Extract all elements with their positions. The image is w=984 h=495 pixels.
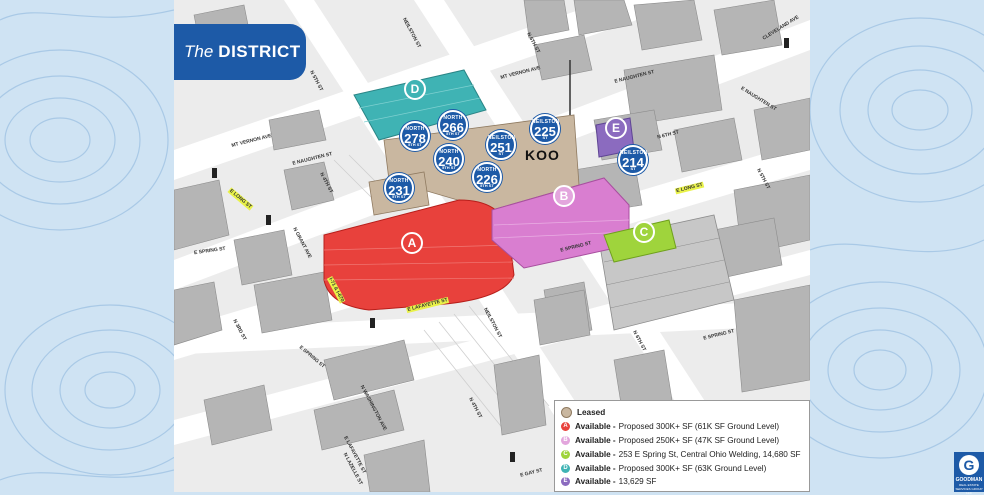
pin-street-2: ST [542,135,548,140]
legend-row-a: A Available - Proposed 300K+ SF (61K SF … [561,420,803,434]
legend-detail: 13,629 SF [618,477,657,487]
building-a-marker[interactable]: A [401,232,423,254]
koo-landmark: KOO [525,147,560,163]
legend-label: Available - [575,477,616,487]
address-pin-226[interactable]: NORTH 226 5TH ST [472,162,502,192]
building-b-shape [491,177,630,269]
legend-dot-b: B [561,435,570,445]
pin-street-2: 5TH ST [442,165,456,170]
map-legend: Leased A Available - Proposed 300K+ SF (… [554,400,810,492]
address-pin-225[interactable]: NEILSTON 225 ST [530,114,560,144]
address-pin-251[interactable]: NEILSTON 251 ST [486,130,516,160]
legend-row-leased: Leased [561,406,803,420]
legend-detail: Proposed 300K+ SF (63K Ground Level) [618,463,767,473]
pin-street: NORTH [443,115,463,121]
legend-label: Available - [575,422,616,432]
pin-street: NEILSTON [532,119,560,125]
pin-street-2: ST [630,166,636,171]
logo-name: GOODMAN [955,477,983,483]
building-e-marker[interactable]: E [605,117,627,139]
building-e-letter: E [611,121,620,135]
pin-street: NORTH [439,149,459,155]
legend-dot-d: D [561,463,570,473]
pin-number: 240 [438,154,460,169]
address-pin-278[interactable]: NORTH 278 5TH ST [400,121,430,151]
pin-number: 214 [622,155,644,170]
building-d-letter: D [410,82,420,96]
pin-number: 278 [404,131,426,146]
pin-number: 226 [476,172,498,187]
legend-dot-c: C [561,449,570,459]
building-d-marker[interactable]: D [404,78,426,100]
legend-row-b: B Available - Proposed 250K+ SF (47K SF … [561,434,803,448]
legend-dot-e: E [561,477,570,487]
building-a-letter: A [407,236,417,250]
legend-label: Available - [575,463,616,473]
building-c-marker[interactable]: C [633,221,655,243]
pin-street: NORTH [389,178,409,184]
pin-street-2: ST [498,151,504,156]
logo-tagline: REAL ESTATE SERVICES GROUP LLC [955,483,983,495]
pin-number: 225 [534,124,556,139]
address-pin-231[interactable]: NORTH 231 5TH ST [384,173,414,203]
pin-street: NORTH [477,167,497,173]
legend-label: Available - [575,449,616,459]
legend-detail: Proposed 250K+ SF (47K SF Ground Level) [618,435,780,445]
goodman-logo-icon: G [959,455,979,475]
pin-street-2: 5TH ST [392,194,406,199]
legend-detail: 253 E Spring St, Central Ohio Welding, 1… [618,449,801,459]
district-title-badge: The DISTRICT [174,24,306,80]
building-d-shape [353,69,487,141]
legend-label: Available - [575,435,616,445]
pin-street: NEILSTON [488,135,516,141]
legend-dot-a: A [561,422,570,432]
pin-number: 231 [388,183,410,198]
pin-street: NORTH [405,126,425,132]
building-b-letter: B [559,189,569,203]
contour-pattern-left [0,0,174,492]
building-c-letter: C [639,225,649,239]
legend-row-e: E Available - 13,629 SF [561,475,803,489]
legend-row-d: D Available - Proposed 300K+ SF (63K Gro… [561,461,803,475]
legend-row-c: C Available - 253 E Spring St, Central O… [561,447,803,461]
pin-street-2: 5TH ST [408,142,422,147]
contour-pattern-right [810,0,984,492]
traffic-lights [212,38,789,462]
pin-number: 266 [442,120,464,135]
address-pin-214[interactable]: NEILSTON 214 ST [618,145,648,175]
building-b-marker[interactable]: B [553,185,575,207]
title-main: DISTRICT [218,42,301,61]
legend-detail: Proposed 300K+ SF (61K SF Ground Level) [618,422,780,432]
pin-street: NEILSTON [620,150,648,156]
address-pin-240[interactable]: NORTH 240 5TH ST [434,144,464,174]
legend-label: Leased [577,408,606,418]
title-prefix: The [184,42,214,61]
address-pin-266[interactable]: NORTH 266 5TH ST [438,110,468,140]
goodman-logo[interactable]: G GOODMAN REAL ESTATE SERVICES GROUP LLC [954,452,984,495]
pin-street-2: 5TH ST [480,183,494,188]
pin-street-2: 5TH ST [446,131,460,136]
legend-dot-leased [561,407,572,419]
pin-number: 251 [490,140,512,155]
